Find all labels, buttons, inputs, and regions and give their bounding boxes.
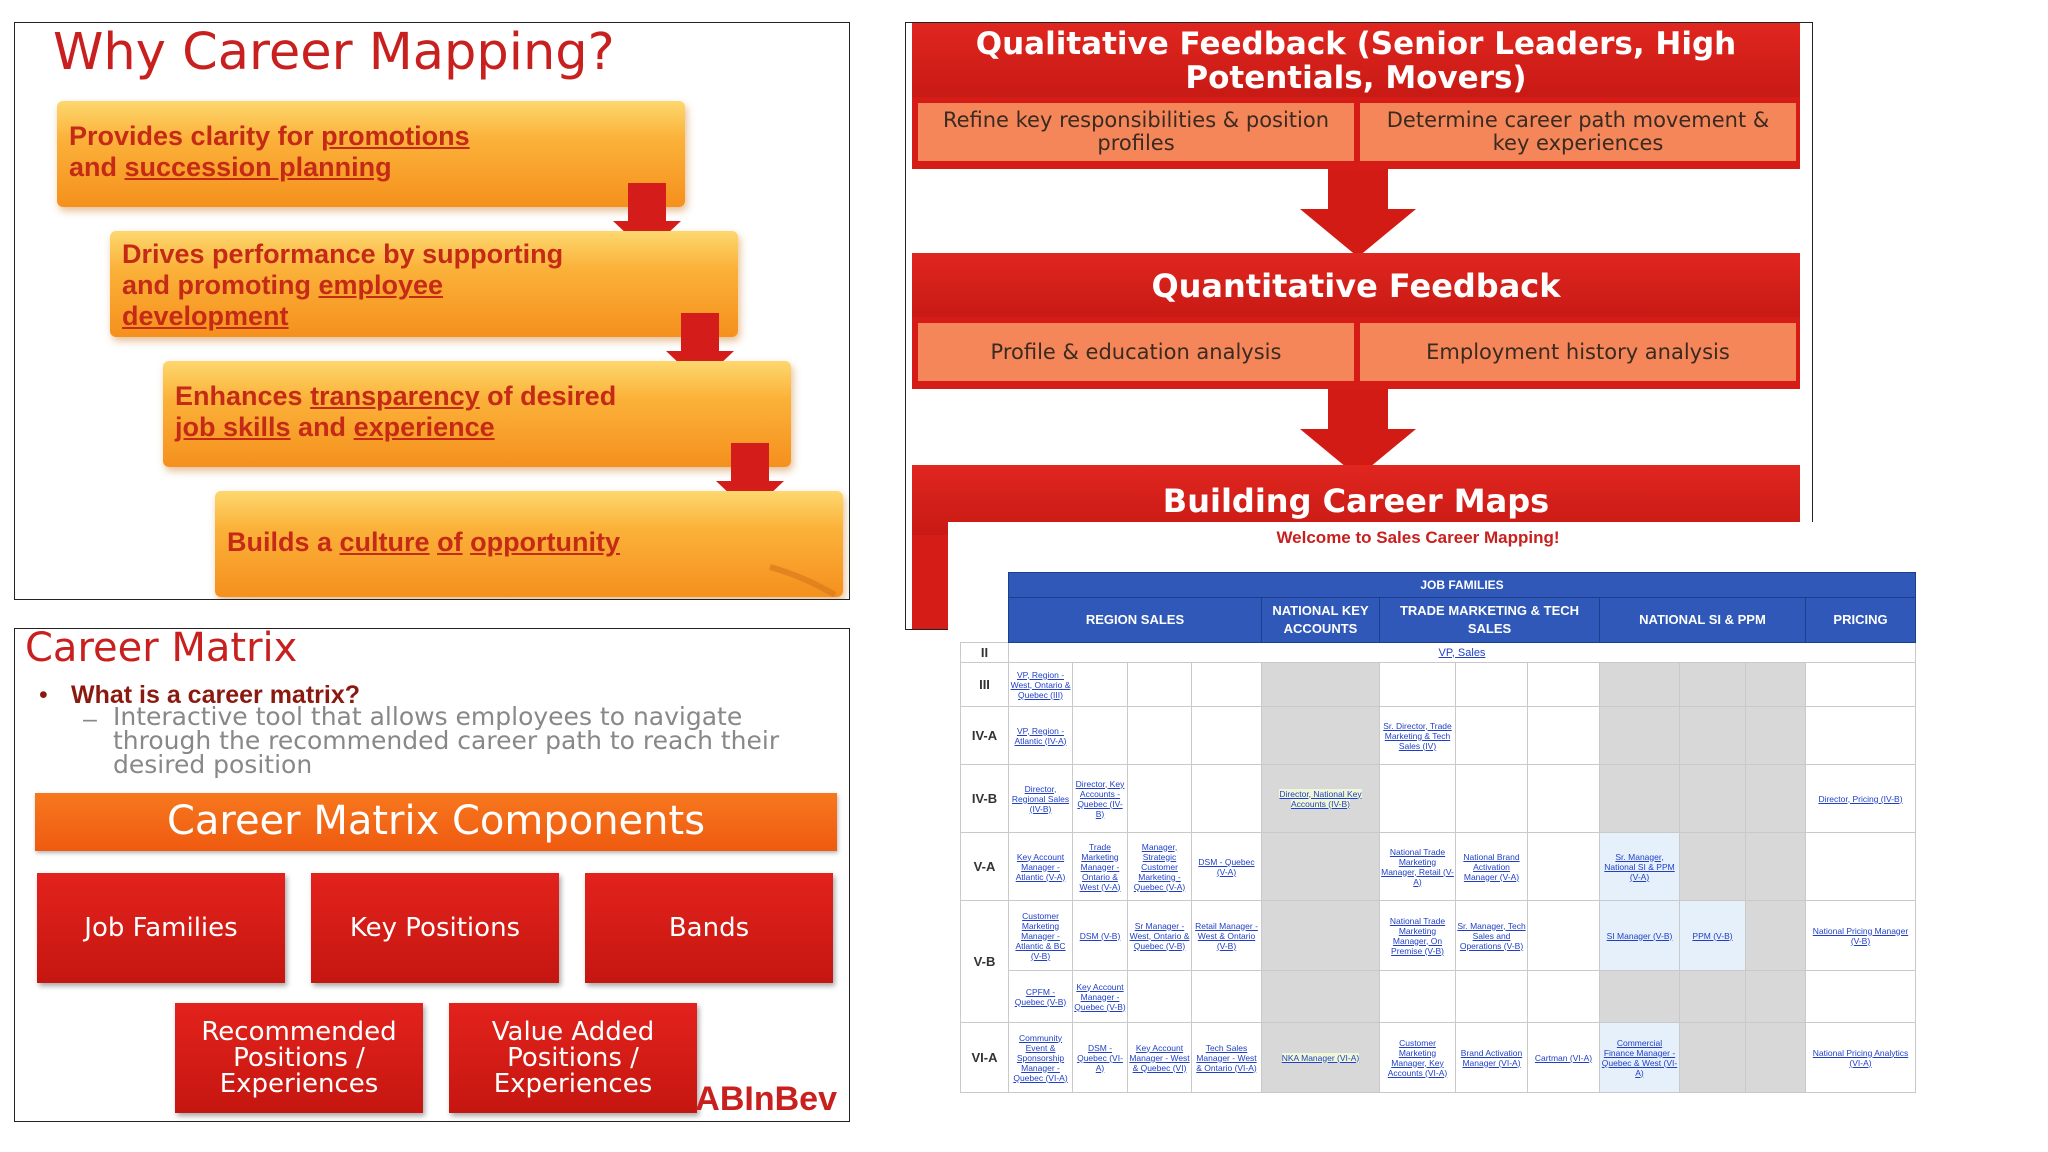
position-link[interactable]: SI Manager (V-B) <box>1606 930 1673 941</box>
position-link[interactable]: Director, Key Accounts - Quebec (IV-B) <box>1075 778 1125 819</box>
position-link[interactable]: Sr. Manager, National SI & PPM (V-A) <box>1604 851 1675 882</box>
career-path-movement-cell: Determine career path movement & key exp… <box>1360 103 1796 161</box>
matrix-question: What is a career matrix? <box>71 681 361 709</box>
slide-career-matrix: Career Matrix • What is a career matrix?… <box>14 628 850 1122</box>
qualitative-feedback-header: Qualitative Feedback (Senior Leaders, Hi… <box>912 23 1800 99</box>
step-culture: Builds a culture of opportunity <box>215 491 843 597</box>
family-pricing[interactable]: PRICING <box>1805 597 1916 643</box>
band-label: V-A <box>960 832 1009 901</box>
component-recommended-positions: Recommended Positions / Experiences <box>175 1003 423 1113</box>
position-link[interactable]: Director, National Key Accounts (IV-B) <box>1279 788 1362 809</box>
position-link[interactable]: Trade Marketing Manager - Ontario & West… <box>1079 841 1121 892</box>
position-link[interactable]: VP, Region - Atlantic (IV-A) <box>1014 725 1067 746</box>
slide-title: Why Career Mapping? <box>53 23 615 82</box>
position-link[interactable]: Retail Manager - West & Ontario (V-B) <box>1195 920 1258 951</box>
position-link[interactable]: DSM - Quebec (V-A) <box>1198 856 1255 877</box>
position-link[interactable]: CPFM - Quebec (V-B) <box>1014 986 1067 1007</box>
family-national-key-accounts[interactable]: NATIONAL KEY ACCOUNTS <box>1261 597 1380 643</box>
position-link[interactable]: National Trade Marketing Manager, Retail… <box>1381 846 1454 887</box>
components-banner: Career Matrix Components <box>35 793 837 851</box>
band-label: VI-A <box>960 1022 1009 1093</box>
position-link[interactable]: Manager, Strategic Customer Marketing - … <box>1133 841 1186 892</box>
abinbev-logo: ABInBev <box>695 1080 837 1118</box>
position-link[interactable]: Key Account Manager - West & Quebec (VI) <box>1129 1042 1190 1073</box>
position-link[interactable]: Key Account Manager - Quebec (V-B) <box>1074 981 1126 1012</box>
welcome-heading: Welcome to Sales Career Mapping! <box>1276 528 1560 547</box>
vp-sales-link[interactable]: VP, Sales <box>1438 646 1486 659</box>
position-link[interactable]: PPM (V-B) <box>1692 930 1733 941</box>
position-link[interactable]: National Pricing Manager (V-B) <box>1812 925 1909 946</box>
career-matrix-table: JOB FAMILIES REGION SALES NATIONAL KEY A… <box>960 572 1916 1093</box>
position-link[interactable]: DSM - Quebec (VI-A) <box>1077 1042 1123 1073</box>
family-trade-marketing[interactable]: TRADE MARKETING & TECH SALES <box>1379 597 1600 643</box>
band-label: III <box>960 662 1009 707</box>
matrix-description: Interactive tool that allows employees t… <box>113 702 780 779</box>
job-families-header: JOB FAMILIES <box>1008 572 1916 598</box>
position-link[interactable]: Sr. Manager, Tech Sales and Operations (… <box>1457 920 1526 951</box>
employment-history-cell: Employment history analysis <box>1360 323 1796 381</box>
band-label: V-B <box>960 900 1009 1023</box>
position-link[interactable]: Customer Marketing Manager, Key Accounts… <box>1387 1037 1448 1078</box>
position-link[interactable]: Director, Pricing (IV-B) <box>1818 793 1903 804</box>
position-link[interactable]: Key Account Manager - Atlantic (V-A) <box>1015 851 1066 882</box>
position-link[interactable]: Director, Regional Sales (IV-B) <box>1011 783 1070 814</box>
profile-education-cell: Profile & education analysis <box>918 323 1354 381</box>
sales-career-mapping-screenshot: Welcome to Sales Career Mapping! JOB FAM… <box>948 522 1948 1122</box>
position-link[interactable]: Commercial Finance Manager - Quebec & We… <box>1601 1037 1678 1078</box>
position-link[interactable]: National Trade Marketing Manager, On Pre… <box>1389 915 1446 956</box>
position-link[interactable]: Tech Sales Manager - West & Ontario (VI-… <box>1196 1042 1257 1073</box>
component-job-families: Job Families <box>37 873 285 983</box>
position-link[interactable]: Sr. Director, Trade Marketing & Tech Sal… <box>1383 720 1452 751</box>
position-link[interactable]: Community Event & Sponsorship Manager - … <box>1013 1032 1068 1083</box>
position-link[interactable]: National Pricing Analytics (VI-A) <box>1812 1047 1909 1068</box>
family-region-sales[interactable]: REGION SALES <box>1008 597 1262 643</box>
band-label: IV-A <box>960 706 1009 765</box>
band-label: IV-B <box>960 764 1009 833</box>
component-value-added-positions: Value Added Positions / Experiences <box>449 1003 697 1113</box>
position-link[interactable]: Brand Activation Manager (VI-A) <box>1460 1047 1523 1068</box>
component-key-positions: Key Positions <box>311 873 559 983</box>
position-link[interactable]: National Brand Activation Manager (V-A) <box>1463 851 1520 882</box>
position-link[interactable]: DSM (V-B) <box>1079 930 1121 941</box>
position-link[interactable]: NKA Manager (VI-A) <box>1281 1052 1360 1063</box>
family-national-si-ppm[interactable]: NATIONAL SI & PPM <box>1599 597 1806 643</box>
bullet-icon: • <box>39 681 48 709</box>
quantitative-feedback-header: Quantitative Feedback <box>912 253 1800 319</box>
dash-icon: – <box>83 705 97 733</box>
quantitative-feedback-row: Profile & education analysis Employment … <box>912 317 1800 389</box>
band-label: II <box>960 642 1009 663</box>
position-link[interactable]: Cartman (VI-A) <box>1534 1052 1593 1063</box>
position-link[interactable]: VP, Region - West, Ontario & Quebec (III… <box>1010 669 1071 700</box>
swoosh-decoration-icon <box>769 564 837 597</box>
component-bands: Bands <box>585 873 833 983</box>
refine-responsibilities-cell: Refine key responsibilities & position p… <box>918 103 1354 161</box>
qualitative-feedback-row: Refine key responsibilities & position p… <box>912 97 1800 169</box>
position-link[interactable]: Customer Marketing Manager - Atlantic & … <box>1015 910 1066 961</box>
slide-title: Career Matrix <box>25 628 298 671</box>
slide-why-career-mapping: Why Career Mapping? Provides clarity for… <box>14 22 850 600</box>
position-link[interactable]: Sr Manager - West, Ontario & Quebec (V-B… <box>1129 920 1190 951</box>
